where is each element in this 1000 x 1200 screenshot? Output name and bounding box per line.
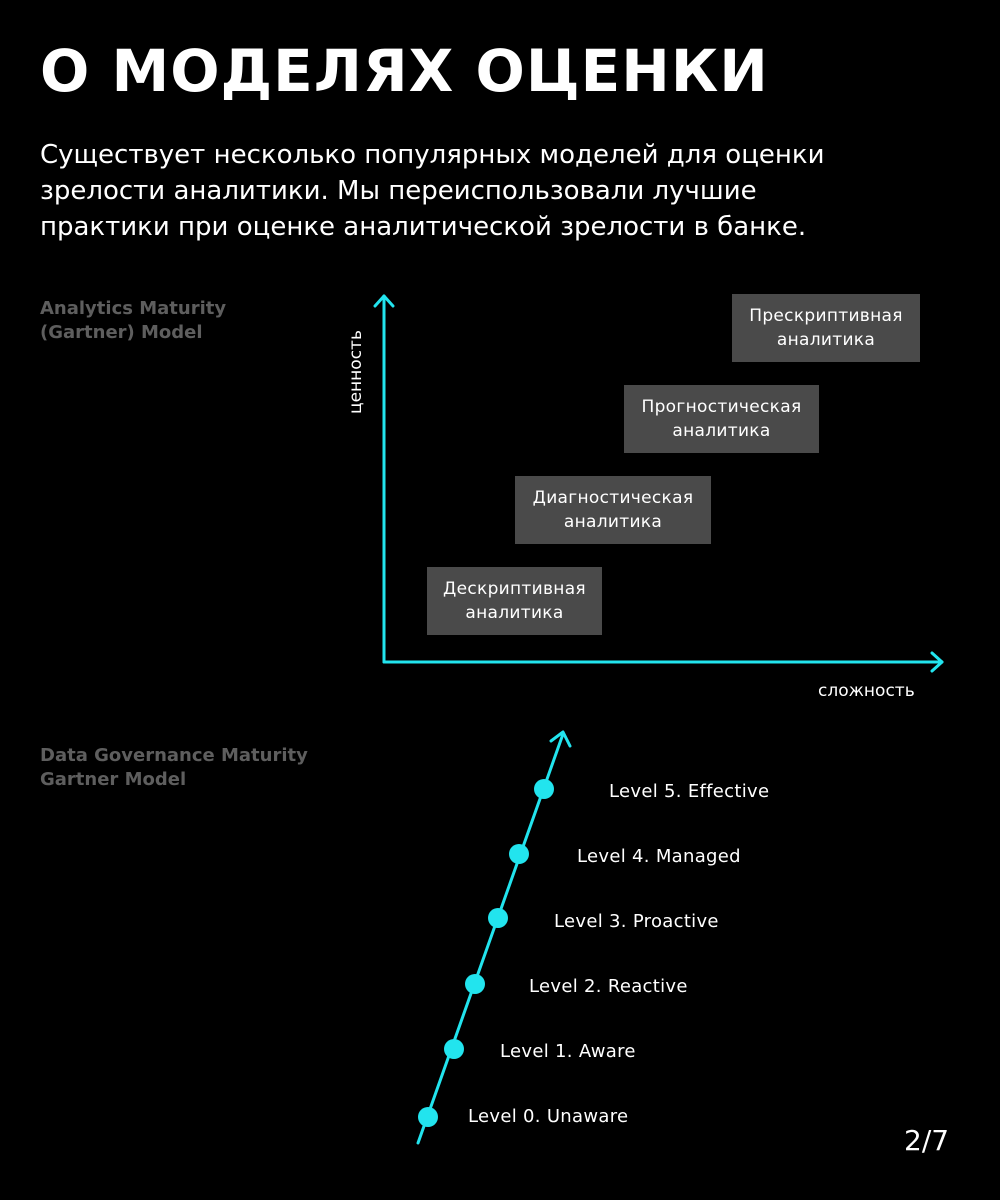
level-4-point xyxy=(509,844,529,864)
y-axis-arrowhead xyxy=(373,294,395,308)
level-2-point xyxy=(465,974,485,994)
level-5-point xyxy=(534,779,554,799)
level-2-label: Level 2. Reactive xyxy=(529,976,688,997)
analytics-model-label: Analytics Maturity (Gartner) Model xyxy=(40,298,227,343)
stage-box-predictive: Прогностическая аналитика xyxy=(624,385,819,453)
governance-arrowhead xyxy=(549,730,572,748)
level-1-label: Level 1. Aware xyxy=(500,1041,636,1062)
stage-box-diagnostic: Диагностическая аналитика xyxy=(515,476,711,544)
x-axis-arrowhead xyxy=(930,651,944,673)
y-axis-label: ценность xyxy=(346,330,366,414)
page-indicator: 2/7 xyxy=(904,1124,950,1157)
governance-model-label: Data Governance Maturity Gartner Model xyxy=(40,745,308,790)
intro-line: Существует несколько популярных моделей … xyxy=(40,140,825,170)
governance-scale xyxy=(416,730,572,1145)
level-1-point xyxy=(444,1039,464,1059)
level-0-label: Level 0. Unaware xyxy=(468,1106,629,1127)
x-axis-label: сложность xyxy=(818,681,915,701)
level-3-point xyxy=(488,908,508,928)
level-4-label: Level 4. Managed xyxy=(577,846,741,867)
level-5-label: Level 5. Effective xyxy=(609,781,770,802)
governance-line xyxy=(416,732,565,1145)
stage-box-descriptive: Дескриптивная аналитика xyxy=(427,567,602,635)
level-3-label: Level 3. Proactive xyxy=(554,911,719,932)
stage-box-prescriptive: Прескриптивная аналитика xyxy=(732,294,920,362)
analytics-axes xyxy=(373,294,944,673)
page-title: О МОДЕЛЯХ ОЦЕНКИ xyxy=(40,37,769,105)
governance-level-points xyxy=(418,779,554,1127)
intro-text: Существует несколько популярных моделей … xyxy=(40,137,940,245)
intro-line: зрелости аналитики. Мы переиспользовали … xyxy=(40,176,757,206)
level-0-point xyxy=(418,1107,438,1127)
intro-line: практики при оценке аналитической зрелос… xyxy=(40,212,807,242)
